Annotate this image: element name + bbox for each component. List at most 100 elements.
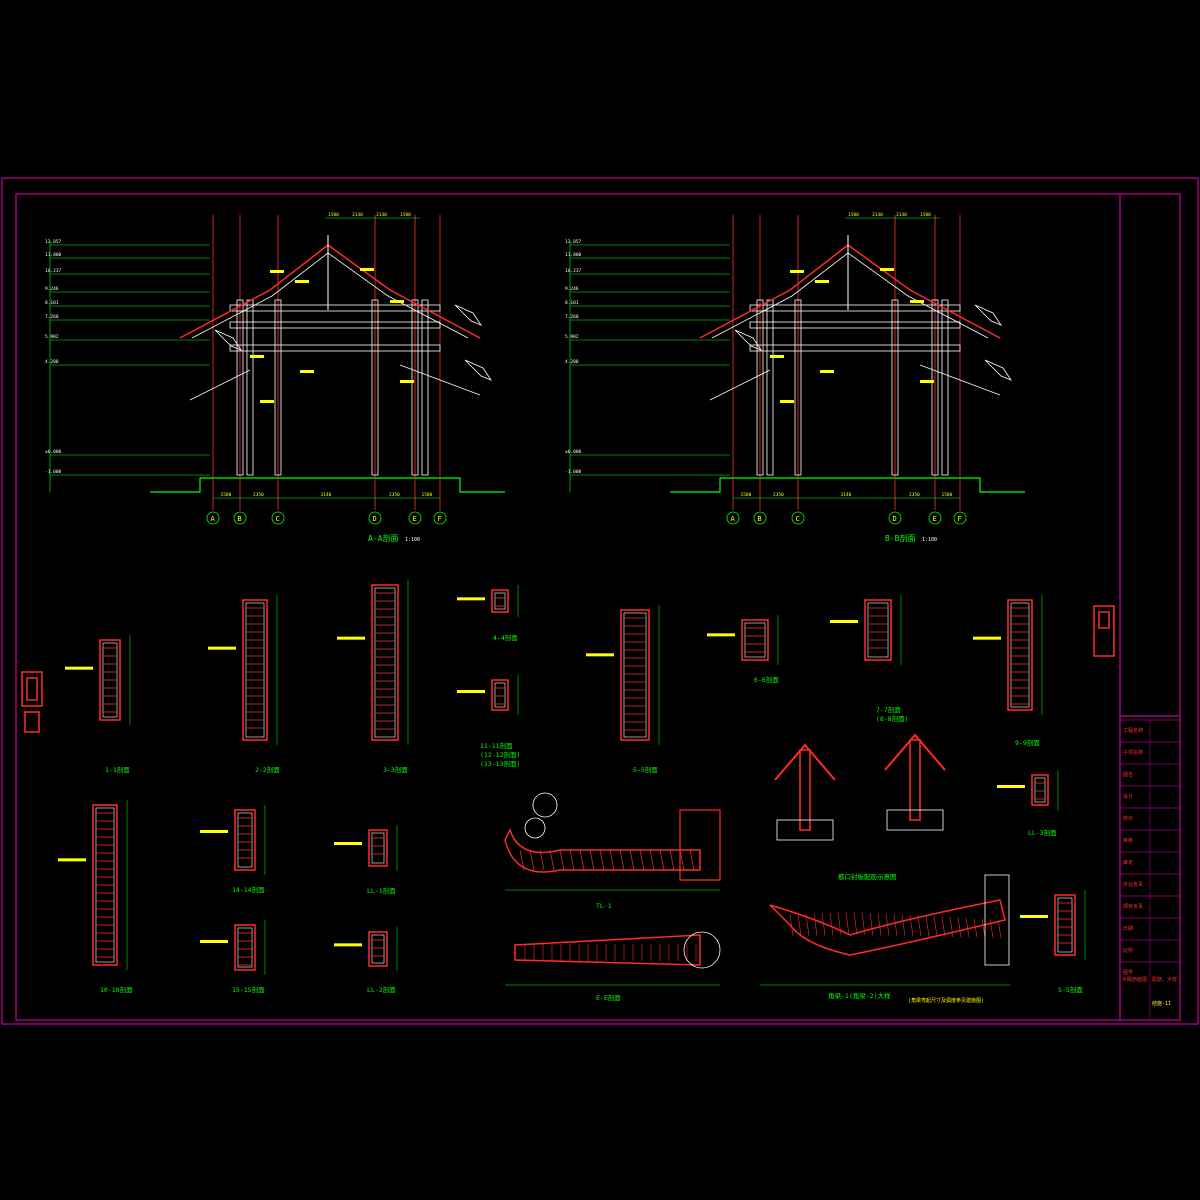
section-a-a-scale: 1:100 (405, 537, 420, 543)
elevation-label: 10.237 (565, 268, 582, 274)
detail-outline (1031, 774, 1049, 806)
stirrup (941, 916, 946, 937)
stirrup (861, 912, 866, 936)
drawing-frame (1, 177, 1199, 1025)
side-legend-right (1093, 605, 1115, 657)
axis-label: D (373, 515, 377, 523)
stirrup (869, 912, 874, 936)
title-block-row-label: 项目负责 (1123, 903, 1143, 910)
elevation-label: 5.902 (565, 334, 579, 340)
stirrup (529, 849, 535, 871)
detail-outline (99, 639, 121, 721)
elevation-label: 4.200 (565, 359, 579, 365)
detail-title: S-S剖面 (1058, 985, 1083, 994)
column (371, 299, 379, 476)
detail-outline (1007, 599, 1033, 711)
detail-callout-circle (532, 792, 558, 818)
detail-rebar-cage (237, 812, 253, 868)
detail-outline (92, 804, 118, 966)
elevation-label: 7.260 (45, 314, 59, 320)
stirrup (933, 916, 938, 937)
axis-bubble (368, 511, 382, 525)
detail-title: TL-1 (596, 902, 612, 910)
axis-bubble (233, 511, 247, 525)
annotation-callout (790, 270, 804, 273)
stirrup (669, 849, 675, 871)
axis-bubble (888, 511, 902, 525)
dimension-label: 3140 (376, 212, 387, 218)
section-b-b-title: B-B剖面 (885, 533, 915, 543)
annotation-callout (1020, 915, 1048, 918)
stirrup (829, 912, 834, 936)
column (274, 299, 282, 476)
annotation-callout (65, 666, 93, 670)
dimension-label: 1500 (848, 212, 859, 218)
annotation-callout (780, 400, 794, 403)
detail-rebar-cage (623, 612, 647, 738)
annotation-callout (390, 300, 404, 303)
dimension-label: 3140 (321, 492, 332, 498)
title-block-row-label: 校对 (1123, 815, 1133, 822)
annotation-callout (200, 830, 228, 833)
elevation-label: -1.000 (565, 469, 582, 475)
column (891, 299, 899, 476)
detail-rebar-cage (374, 587, 396, 738)
stirrup (679, 849, 685, 871)
dimension-label: 1500 (942, 492, 953, 498)
annotation-callout (360, 268, 374, 271)
detail-title: 15-15剖面 (232, 985, 265, 994)
title-block-row-label: 设计 (1123, 793, 1133, 800)
elevation-label: -1.000 (45, 469, 62, 475)
annotation-callout (208, 646, 236, 650)
lower-eave (399, 364, 481, 396)
elevation-label: 9.246 (565, 286, 579, 292)
detail-title: (13-13剖面) (480, 759, 520, 768)
elevation-label: 10.237 (45, 268, 62, 274)
detail-title: 14-14剖面 (232, 885, 265, 894)
dimension-label: 1500 (422, 492, 433, 498)
axis-label: B (238, 515, 242, 523)
column (756, 299, 764, 476)
axis-bubble (791, 511, 805, 525)
detail-title: 5-5剖面 (633, 765, 658, 774)
stirrup (639, 849, 645, 871)
stirrup (877, 913, 882, 936)
stirrup (981, 918, 986, 938)
elevation-label: 11.800 (45, 252, 62, 258)
dimension-label: 1500 (400, 212, 411, 218)
elevation-label: 9.246 (45, 286, 59, 292)
eave-post (799, 749, 811, 831)
beam (749, 304, 961, 312)
axis-label: E (413, 515, 417, 523)
annotation-callout (707, 633, 735, 637)
detail-outline (491, 679, 509, 711)
detail-title: LL-2剖面 (367, 985, 396, 994)
stirrup (619, 849, 625, 871)
column (421, 299, 429, 476)
axis-label: A (731, 515, 736, 523)
axis-bubble (433, 511, 447, 525)
stirrup (609, 849, 615, 871)
column (941, 299, 949, 476)
ee-beam (514, 934, 701, 966)
annotation-callout (997, 785, 1025, 788)
detail-rebar-cage (867, 602, 889, 658)
stirrup (973, 918, 978, 938)
annotation-callout (457, 690, 485, 693)
detail-title: (8-8剖面) (876, 714, 909, 723)
column (411, 299, 419, 476)
stirrup (559, 849, 565, 871)
stirrup (569, 849, 575, 871)
stirrup (845, 912, 850, 936)
stirrup (989, 918, 994, 938)
annotation-callout (250, 355, 264, 358)
stirrup (539, 849, 545, 871)
beam (229, 304, 441, 312)
detail-title: 4-4剖面 (493, 633, 518, 642)
corner-beam (769, 899, 1006, 956)
axis-bubble (206, 511, 220, 525)
annotation-callout (295, 280, 309, 283)
elevation-label: 8.101 (565, 300, 579, 306)
stirrup (805, 914, 810, 936)
